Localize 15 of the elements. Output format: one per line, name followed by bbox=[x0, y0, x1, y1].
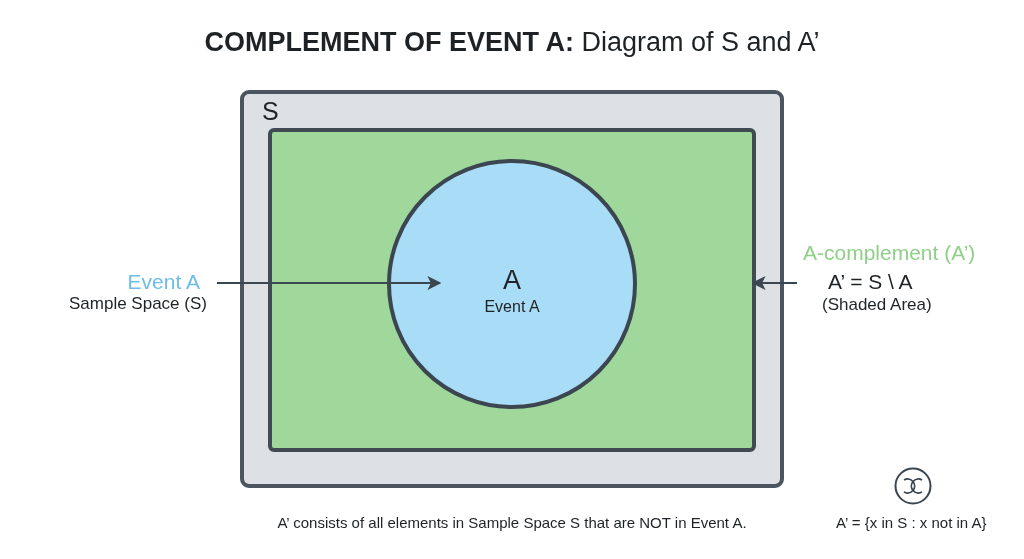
shaded-area-note: (Shaded Area) bbox=[822, 295, 932, 315]
formula-label: A’ = S \ A bbox=[828, 270, 913, 295]
set-name-label: Sample Space (S) bbox=[69, 294, 207, 314]
set-builder-formula: A’ = {x in S : x not in A} bbox=[836, 514, 987, 532]
set-label: S bbox=[262, 97, 279, 126]
diagram-title: COMPLEMENT OF EVENT A: Diagram of S and A’ bbox=[204, 27, 820, 59]
event-label: Event A bbox=[127, 270, 200, 295]
sample-space-box bbox=[240, 90, 784, 488]
arrow bbox=[215, 276, 442, 291]
complement-region bbox=[268, 128, 756, 452]
complement-heading: A-complement (A’) bbox=[803, 241, 976, 266]
set-label: A bbox=[503, 265, 521, 297]
circle-caption: Event A bbox=[484, 298, 540, 317]
event-circle bbox=[387, 159, 637, 409]
caption-text: A’ consists of all elements in Sample Space S that are NOT in Event A. bbox=[277, 514, 747, 532]
